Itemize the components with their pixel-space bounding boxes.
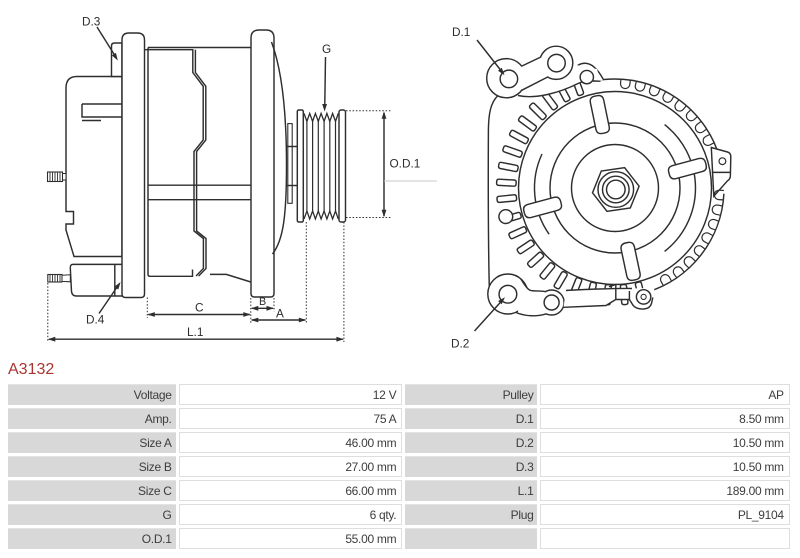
svg-text:B: B	[259, 296, 266, 308]
svg-text:C: C	[195, 301, 204, 315]
svg-text:G: G	[322, 42, 331, 56]
svg-text:L.1: L.1	[187, 325, 203, 339]
svg-text:O.D.1: O.D.1	[390, 157, 421, 171]
svg-text:A: A	[276, 307, 284, 321]
svg-text:D.2: D.2	[451, 337, 469, 351]
svg-text:D.4: D.4	[86, 313, 105, 327]
svg-text:D.1: D.1	[452, 25, 470, 39]
svg-text:D.3: D.3	[82, 15, 101, 29]
